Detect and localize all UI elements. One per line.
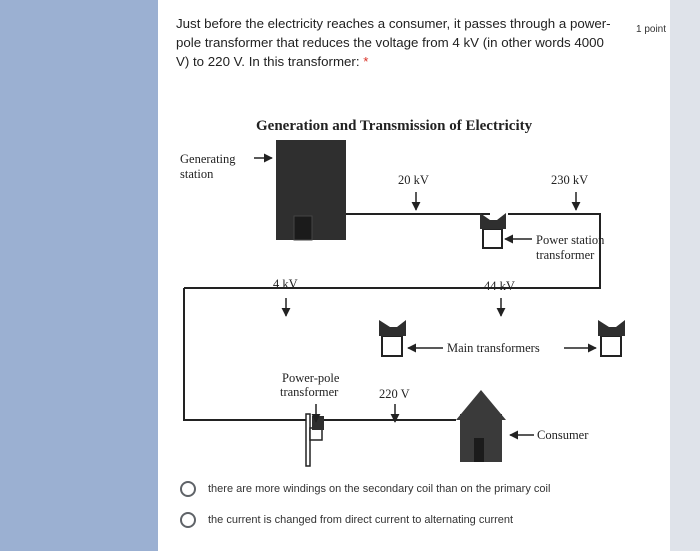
answer-option-2[interactable]: the current is changed from direct curre… [180, 509, 513, 531]
background-right [668, 0, 700, 551]
label-power-station: Power station [536, 233, 605, 247]
transmission-diagram: Generation and Transmission of Electrici… [180, 118, 625, 467]
label-generating: Generating [180, 152, 236, 166]
answer-option-1[interactable]: there are more windings on the secondary… [180, 478, 550, 500]
label-consumer: Consumer [537, 428, 589, 442]
question-card: Just before the electricity reaches a co… [158, 0, 670, 551]
radio-button[interactable] [180, 512, 196, 528]
option-label: the current is changed from direct curre… [208, 514, 514, 526]
required-asterisk: * [363, 54, 369, 69]
label-44kv: 44 kV [484, 279, 515, 293]
label-transformer-2: transformer [280, 385, 339, 399]
label-220v: 220 V [379, 387, 410, 401]
points-label: 1 point [636, 24, 667, 35]
transmission-wires [183, 213, 601, 421]
generating-station-building [276, 140, 346, 241]
label-station: station [180, 167, 214, 181]
option-label: there are more windings on the secondary… [208, 483, 551, 495]
consumer-house [456, 390, 506, 462]
question-line-1: Just before the electricity reaches a co… [176, 16, 611, 31]
label-main-transformers: Main transformers [447, 341, 540, 355]
diagram-title: Generation and Transmission of Electrici… [256, 118, 533, 134]
power-station-transformer [480, 213, 506, 249]
label-20kv: 20 kV [398, 173, 429, 187]
power-pole-transformer [305, 413, 324, 467]
label-power-pole: Power-pole [282, 371, 340, 385]
label-transformer-1: transformer [536, 248, 595, 262]
background-left [0, 0, 160, 551]
main-transformer-left [379, 320, 406, 357]
question-line-3: V) to 220 V. In this transformer: * [176, 54, 369, 69]
radio-button[interactable] [180, 481, 196, 497]
question-line-2: pole transformer that reduces the voltag… [176, 35, 604, 50]
label-230kv: 230 kV [551, 173, 588, 187]
question-text: Just before the electricity reaches a co… [176, 14, 616, 71]
label-4kv: 4 kV [273, 277, 298, 291]
diagram-arrows [254, 153, 597, 440]
main-transformer-right [598, 320, 625, 357]
